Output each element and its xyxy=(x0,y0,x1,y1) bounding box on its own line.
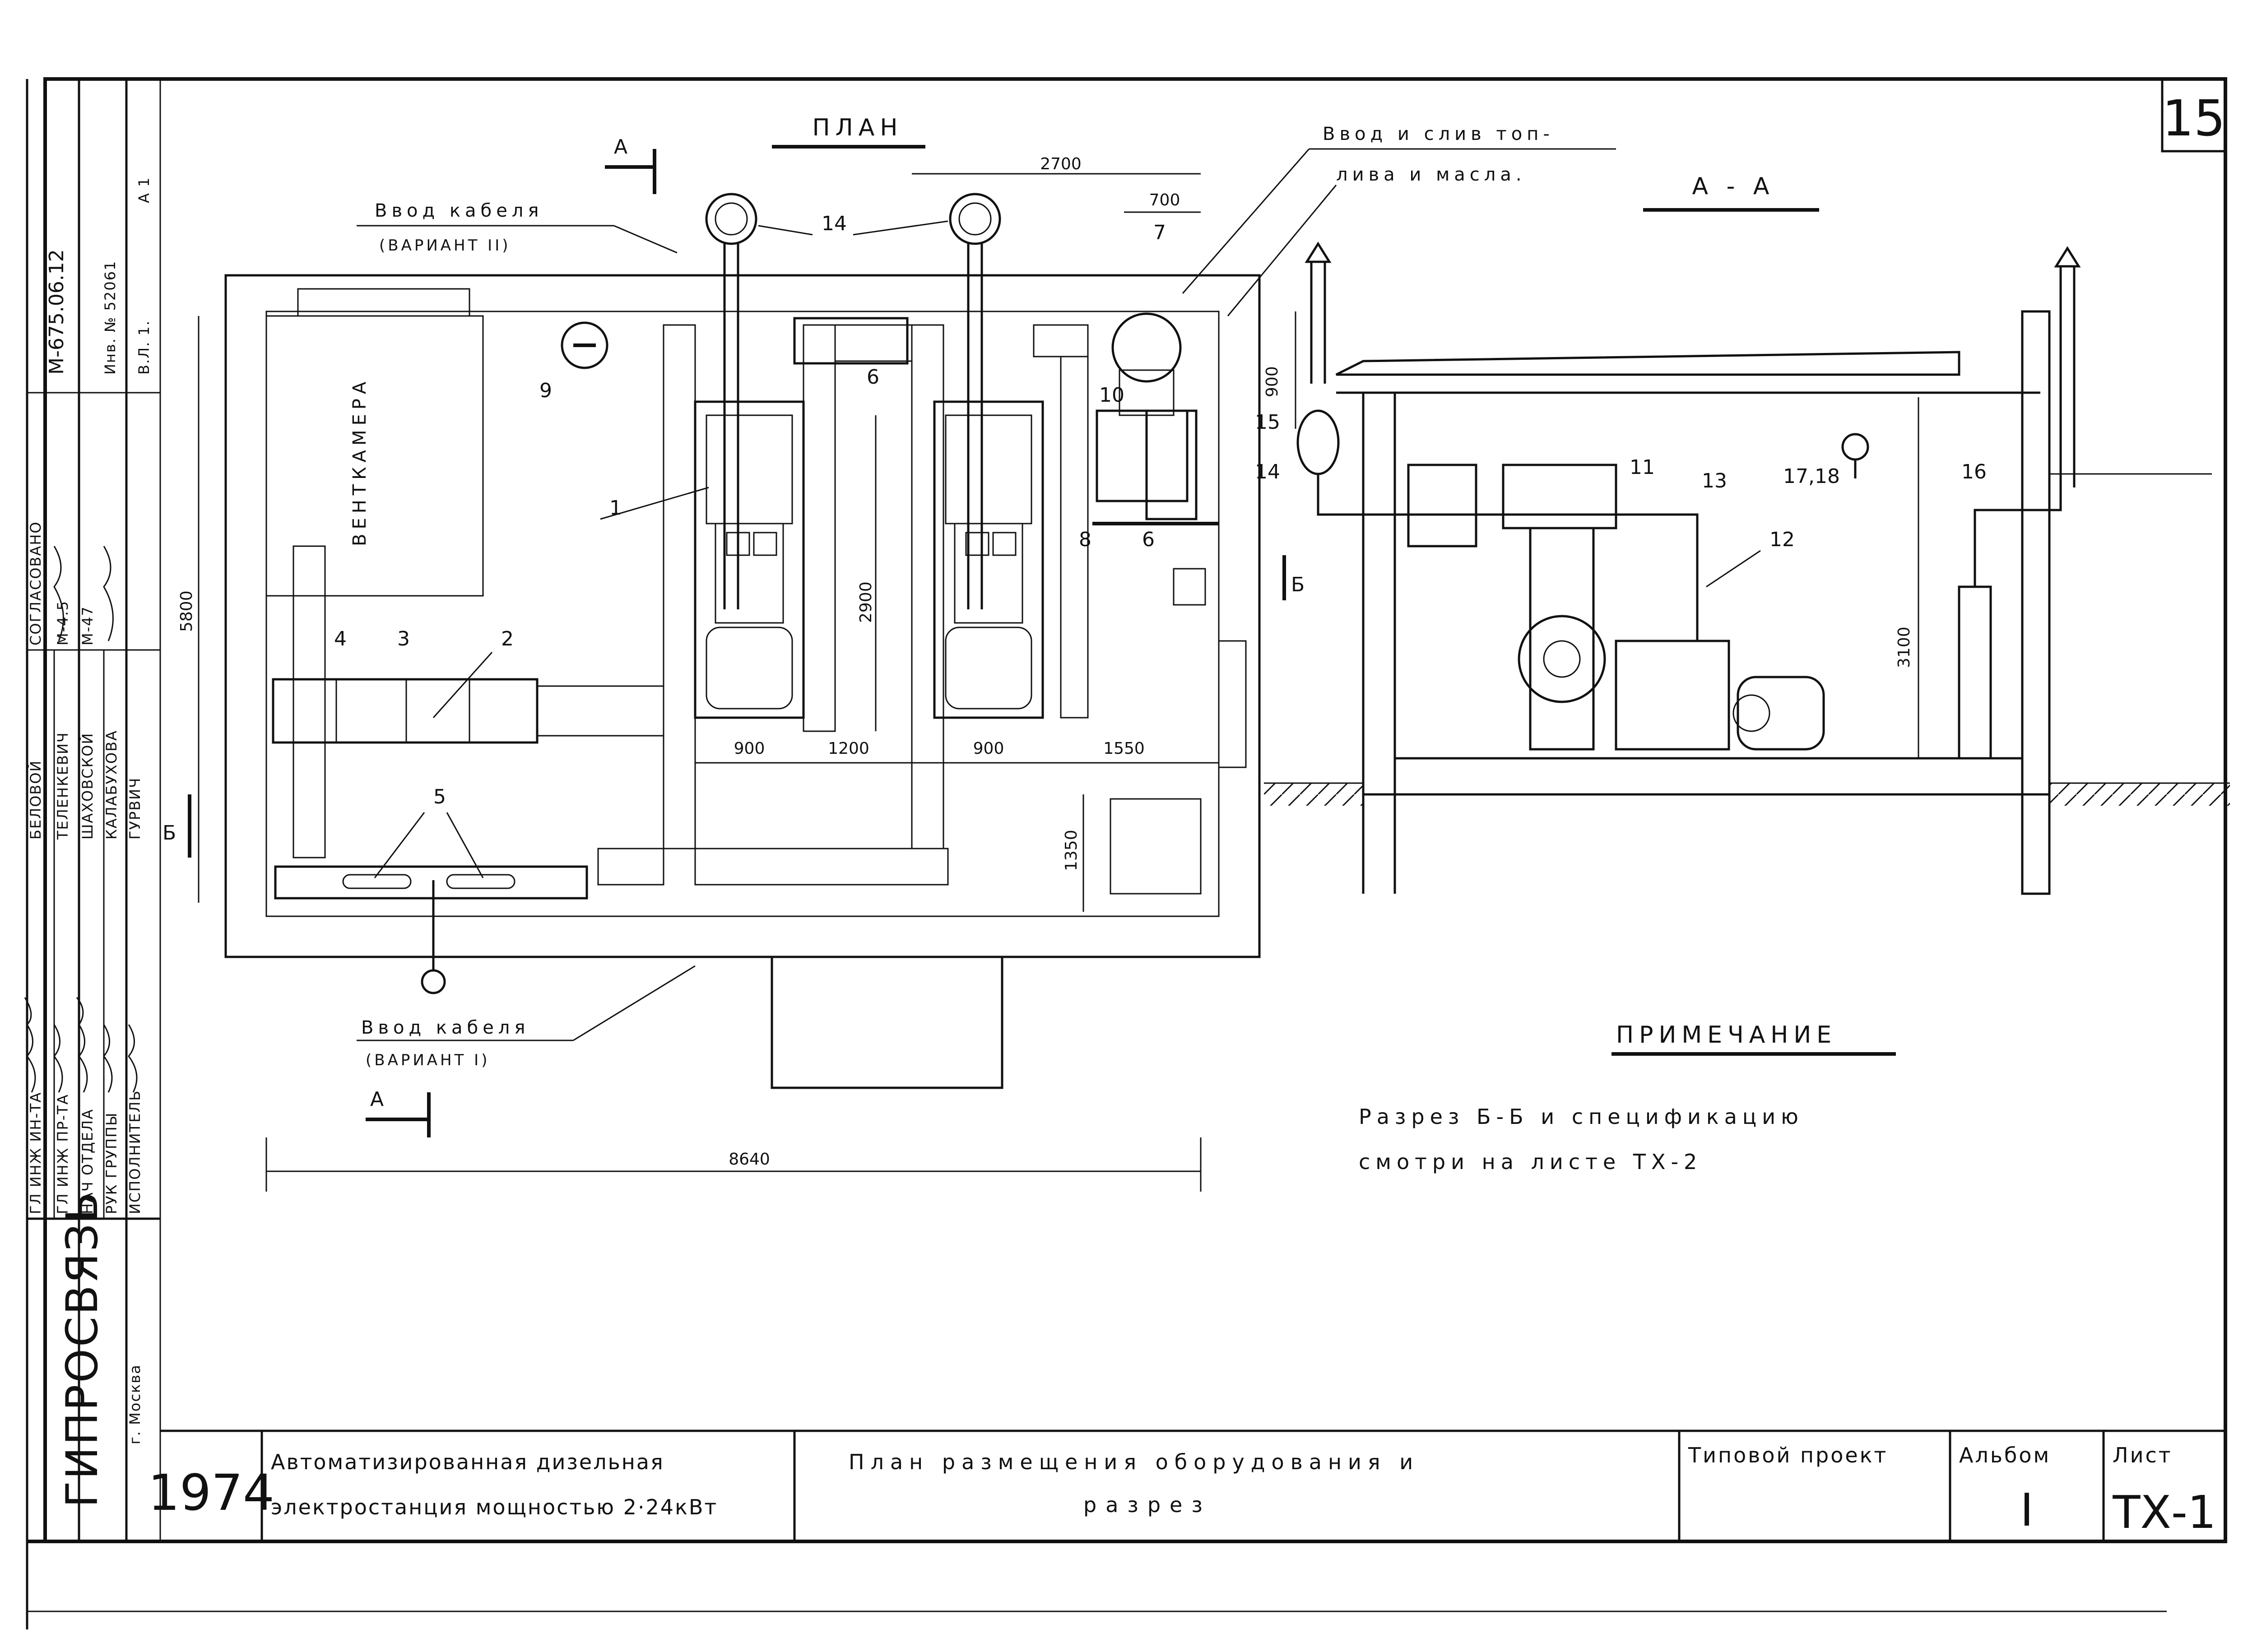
callout-8: 8 xyxy=(1079,528,1091,551)
inventory-no: Инв. № 52061 xyxy=(102,260,119,375)
type-label: Типовой проект xyxy=(1688,1443,1888,1467)
dim-700: 700 xyxy=(1149,191,1180,209)
section-view: А - А xyxy=(1255,173,2230,895)
section-mark-a-bottom: А xyxy=(370,1088,384,1111)
callout-14: 14 xyxy=(822,212,847,235)
callout-2: 2 xyxy=(501,627,514,650)
role-0: ГЛ ИНЖ ИН-ТА xyxy=(27,1092,44,1214)
callout-6-right: 6 xyxy=(1142,528,1155,551)
approval-1: М-47 xyxy=(79,606,96,645)
dim-8640: 8640 xyxy=(729,1150,770,1169)
left-stamp: ГЛ ИНЖ ИН-ТА ГЛ ИНЖ ПР-ТА НАЧ ОТДЕЛА РУК… xyxy=(24,79,161,1541)
callout-6-top: 6 xyxy=(867,366,879,389)
section-mark-b-left: Б xyxy=(163,821,176,845)
callout-13: 13 xyxy=(1702,469,1727,492)
section-mark-a-top: А xyxy=(614,135,627,158)
dim-2700: 2700 xyxy=(1040,155,1082,173)
drawing-line2: разрез xyxy=(1083,1493,1212,1517)
dim-900-c: 900 xyxy=(973,739,1004,758)
cable-entry-1-label: Ввод кабеля xyxy=(361,1017,529,1038)
callout-4: 4 xyxy=(334,627,347,650)
plan-view: ПЛАН ВЕНТКАМЕРА xyxy=(163,114,1616,1192)
sheet-value: ТХ-1 xyxy=(2112,1486,2216,1539)
note-block: ПРИМЕЧАНИЕ Разрез Б-Б и спецификацию смо… xyxy=(1359,1021,1896,1174)
sheet-number: 15 xyxy=(2162,89,2225,147)
drawing-line1: План размещения оборудования и xyxy=(849,1450,1419,1474)
album-value: I xyxy=(2020,1484,2034,1536)
year: 1974 xyxy=(148,1464,274,1522)
callout-15: 15 xyxy=(1255,411,1280,434)
dim-3100: 3100 xyxy=(1895,626,1913,668)
plan-title: ПЛАН xyxy=(813,114,903,141)
approval-0: М-4.5 xyxy=(54,600,71,645)
cable-entry-2-label: Ввод кабеля xyxy=(375,200,543,221)
note-title: ПРИМЕЧАНИЕ xyxy=(1616,1021,1837,1049)
role-2: НАЧ ОТДЕЛА xyxy=(79,1109,96,1214)
note-line2: смотри на листе ТХ-2 xyxy=(1359,1150,1702,1174)
dim-1350: 1350 xyxy=(1062,830,1081,871)
callout-14-section: 14 xyxy=(1255,460,1280,483)
name-2: ШАХОВСКОЙ xyxy=(79,733,96,840)
sheet-number-box: 15 xyxy=(2161,78,2227,153)
sheet-label: Лист xyxy=(2113,1443,2173,1467)
org-city: г. Москва xyxy=(126,1364,144,1444)
note-line1: Разрез Б-Б и спецификацию xyxy=(1359,1104,1804,1129)
cable-entry-1-variant: (ВАРИАНТ I) xyxy=(366,1051,490,1069)
dim-5800: 5800 xyxy=(177,590,196,632)
name-4: ГУРВИЧ xyxy=(126,777,144,840)
name-3: КАЛАБУХОВА xyxy=(103,730,120,840)
role-3: РУК ГРУППЫ xyxy=(103,1112,120,1214)
ventchamber-label: ВЕНТКАМЕРА xyxy=(349,377,370,546)
album-label: Альбом xyxy=(1959,1443,2051,1467)
title-block: 1974 Автоматизированная дизельная электр… xyxy=(148,1429,2225,1541)
dim-900-vert: 900 xyxy=(1263,366,1282,397)
fuel-entry-line1: Ввод и слив топ- xyxy=(1323,124,1554,144)
role-1: ГЛ ИНЖ ПР-ТА xyxy=(54,1094,71,1214)
dim-1200: 1200 xyxy=(828,739,869,758)
callout-7: 7 xyxy=(1153,221,1166,244)
org-name: ГИПРОСВЯЗЬ xyxy=(57,1190,107,1508)
callout-17-18: 17,18 xyxy=(1783,465,1840,488)
approved-label: СОГЛАСОВАНО xyxy=(27,521,44,645)
dim-1550: 1550 xyxy=(1103,739,1145,758)
project-line2: электростанция мощностью 2·24кВт xyxy=(271,1495,718,1519)
callout-12: 12 xyxy=(1769,528,1795,551)
gen-set-1 xyxy=(694,400,805,719)
name-1: ТЕЛЕНКЕВИЧ xyxy=(54,732,71,840)
sheet-ref: В.Л. 1. xyxy=(135,320,153,375)
format-note: А 1 xyxy=(135,177,153,203)
callout-11: 11 xyxy=(1630,456,1655,479)
dim-900-b: 900 xyxy=(734,739,765,758)
role-4: ИСПОЛНИТЕЛЬ xyxy=(126,1090,144,1214)
callout-5: 5 xyxy=(433,785,446,808)
project-line1: Автоматизированная дизельная xyxy=(271,1450,664,1474)
section-b-mark: Б xyxy=(1291,573,1305,596)
callout-16: 16 xyxy=(1961,460,1987,483)
document-code: М-675.06.12 xyxy=(45,249,68,375)
callout-3: 3 xyxy=(397,627,410,650)
name-0: БЕЛОВОЙ xyxy=(27,760,44,840)
cable-entry-2-variant: (ВАРИАНТ II) xyxy=(379,237,511,255)
sheet-frame xyxy=(26,77,2227,1629)
section-title: А - А xyxy=(1692,173,1775,200)
gen-set-2 xyxy=(933,400,1044,719)
signatures xyxy=(24,546,138,1093)
dim-2900: 2900 xyxy=(857,581,875,623)
callout-10: 10 xyxy=(1099,384,1124,407)
callout-9: 9 xyxy=(539,379,552,402)
fuel-entry-line2: лива и масла. xyxy=(1336,164,1526,185)
